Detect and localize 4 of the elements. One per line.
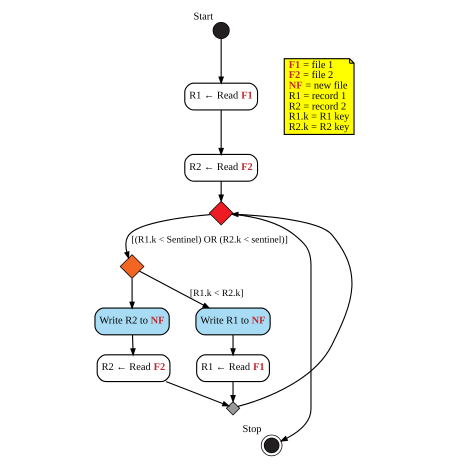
edge-label: [R1.k < R2.k] [190, 288, 244, 299]
node-label: Stop [242, 424, 262, 436]
node-label: Start [194, 11, 214, 22]
edge-label: [(R1.k < Sentinel) OR (R2.k < sentinel)] [132, 234, 288, 246]
